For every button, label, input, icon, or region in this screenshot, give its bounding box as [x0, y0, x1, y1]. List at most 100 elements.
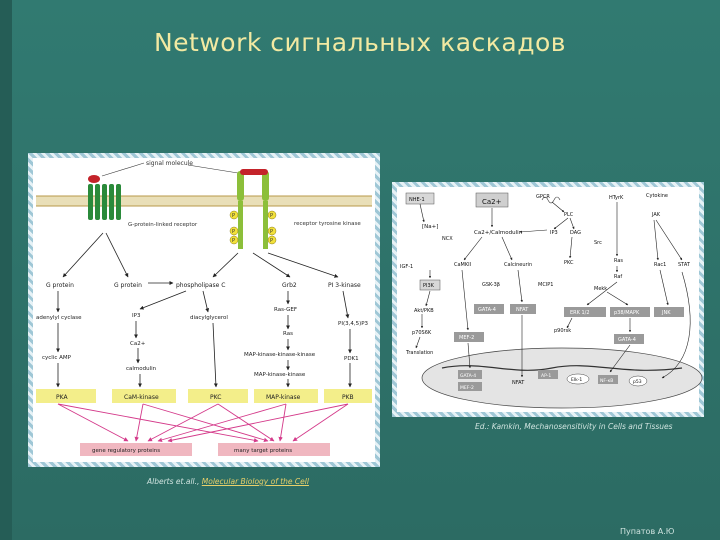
kamkin-arrows — [415, 201, 691, 379]
node-translation: Translation — [405, 350, 433, 356]
slide-left-bar — [0, 0, 12, 540]
node-plc: PLC — [564, 212, 574, 218]
box-many-target-proteins — [218, 443, 330, 456]
nucleus-gata4: GATA-4 — [460, 373, 476, 379]
node-gsk3b: GSK-3β — [482, 282, 500, 288]
box-pkb — [324, 389, 372, 403]
figure-kamkin: NHE-1 Ca2+ GPCR HTyrK Cytokine [Na+] NCX… — [397, 187, 703, 412]
slide-author: Пупатов А.Ю — [620, 527, 675, 536]
nucleus-ap1: AP-1 — [541, 373, 551, 379]
node-ca-channel — [475, 192, 509, 208]
label-pkc: PKC — [210, 394, 221, 401]
node-src: Src — [594, 240, 602, 246]
svg-text:NFAT: NFAT — [516, 307, 529, 313]
label-gpcr: G-protein-linked receptor — [128, 222, 198, 228]
svg-text:p38/MAPK: p38/MAPK — [614, 310, 640, 316]
caption-reference-link[interactable]: Molecular Biology of the Cell — [201, 477, 309, 486]
node-pi3k-box — [419, 279, 441, 291]
node-gpcr: GPCR — [536, 194, 550, 200]
node-ca-calmodulin: Ca2+/Calmodulin — [474, 230, 523, 236]
label-pkb: PKB — [342, 394, 354, 401]
node-na: [Na+] — [422, 224, 438, 230]
node-calcineurin: Calcineurin — [504, 262, 532, 268]
node-g-protein-2: G protein — [114, 282, 142, 289]
slide-title: Network сигнальных каскадов — [153, 28, 567, 57]
box-camkinase — [112, 389, 176, 403]
svg-text:MEF-2: MEF-2 — [459, 335, 474, 341]
figure-alberts-frame: signal molecule G-protein-linked recepto… — [28, 153, 380, 467]
node-pkc: PKC — [564, 260, 574, 266]
node-raf: Raf — [614, 274, 622, 280]
node-phospholipase-c: phospholipase C — [176, 282, 225, 289]
box-pka — [36, 389, 96, 403]
figure-kamkin-frame: NHE-1 Ca2+ GPCR HTyrK Cytokine [Na+] NCX… — [392, 182, 704, 417]
nucleus-elk1: Elk-1 — [571, 377, 582, 383]
node-gata4-box-b — [614, 334, 644, 344]
label-rtk: receptor tyrosine kinase — [294, 221, 361, 227]
node-htyrk: HTyrK — [609, 195, 624, 201]
node-ras: Ras — [614, 258, 623, 264]
svg-text:Ca2+: Ca2+ — [482, 198, 502, 206]
node-cyclic-amp: cyclic AMP — [42, 355, 72, 361]
label-many-targets: many target proteins — [234, 448, 292, 454]
svg-text:P: P — [270, 229, 273, 235]
caption-authors: Alberts et.all., — [147, 477, 202, 486]
node-mapkk: MAP-kinase-kinase — [254, 372, 306, 378]
node-ncx: NCX — [442, 236, 453, 242]
node-ip3: IP3 — [132, 313, 141, 319]
node-ca2: Ca2+ — [130, 341, 146, 347]
node-igf1: IGF-1 — [400, 264, 413, 270]
node-rac1: Rac1 — [654, 262, 666, 268]
node-stat: STAT — [678, 262, 691, 268]
nucleus-nfat: NFAT — [512, 380, 525, 386]
node-pip3: PI(3,4,5)P3 — [338, 321, 369, 327]
label-gene-regulatory: gene regulatory proteins — [92, 448, 160, 454]
node-ras-gef: Ras-GEF — [274, 307, 297, 313]
label-pka: PKA — [56, 394, 68, 401]
node-mef2-box — [454, 332, 484, 342]
node-mapkkk: MAP-kinase-kinase-kinase — [244, 352, 316, 358]
node-p70s6k: p70S6K — [412, 330, 432, 336]
svg-text:P: P — [270, 213, 273, 219]
box-pkc — [188, 389, 248, 403]
node-camkii: CaMKII — [454, 262, 471, 268]
svg-text:P: P — [270, 238, 273, 244]
svg-text:NHE-1: NHE-1 — [409, 197, 425, 203]
plasma-membrane — [36, 196, 372, 206]
node-jak: JAK — [651, 212, 661, 218]
svg-text:GATA-4: GATA-4 — [478, 307, 496, 313]
pink-arrows — [57, 403, 349, 443]
node-erk-box — [564, 307, 606, 317]
node-jnk-box — [654, 307, 684, 317]
nucleus-p53: p53 — [633, 379, 642, 385]
node-dag: DAG — [570, 230, 581, 236]
node-pdk1: PDK1 — [344, 356, 359, 362]
svg-text:P: P — [232, 229, 235, 235]
svg-text:P: P — [232, 213, 235, 219]
svg-text:PI3K: PI3K — [423, 283, 435, 289]
node-mekk: Mekk — [594, 286, 607, 292]
node-akt: Akt/PKB — [414, 308, 434, 314]
node-grb2: Grb2 — [282, 282, 297, 289]
svg-text:GATA-4: GATA-4 — [618, 337, 636, 343]
dna-strand — [441, 365, 683, 371]
node-ras: Ras — [283, 331, 293, 337]
figure-kamkin-caption: Ed.: Kamkin, Mechanosensitivity in Cells… — [475, 422, 673, 431]
node-ip3: IP3 — [550, 230, 558, 236]
label-mapkinase: MAP-kinase — [266, 394, 301, 401]
node-pi3-kinase: PI 3-kinase — [328, 282, 361, 289]
node-gata4-box-a — [474, 304, 504, 314]
svg-text:P: P — [232, 238, 235, 244]
node-p38-box — [610, 307, 650, 317]
box-gene-regulatory-proteins — [80, 443, 192, 456]
figure-alberts-caption: Alberts et.all., Molecular Biology of th… — [147, 477, 309, 486]
node-cytokine: Cytokine — [646, 193, 668, 199]
node-mcip1: MCIP1 — [538, 282, 553, 288]
node-diacylglycerol: diacylglycerol — [190, 315, 228, 321]
figure-alberts: signal molecule G-protein-linked recepto… — [33, 158, 375, 462]
nucleus — [421, 347, 703, 409]
label-camkinase: CaM-kinase — [124, 394, 159, 401]
node-adenylyl-cyclase: adenylyl cyclase — [36, 315, 82, 321]
rtk-receptor-icon: P P P P P P — [229, 169, 277, 249]
node-g-protein-1: G protein — [46, 282, 74, 289]
